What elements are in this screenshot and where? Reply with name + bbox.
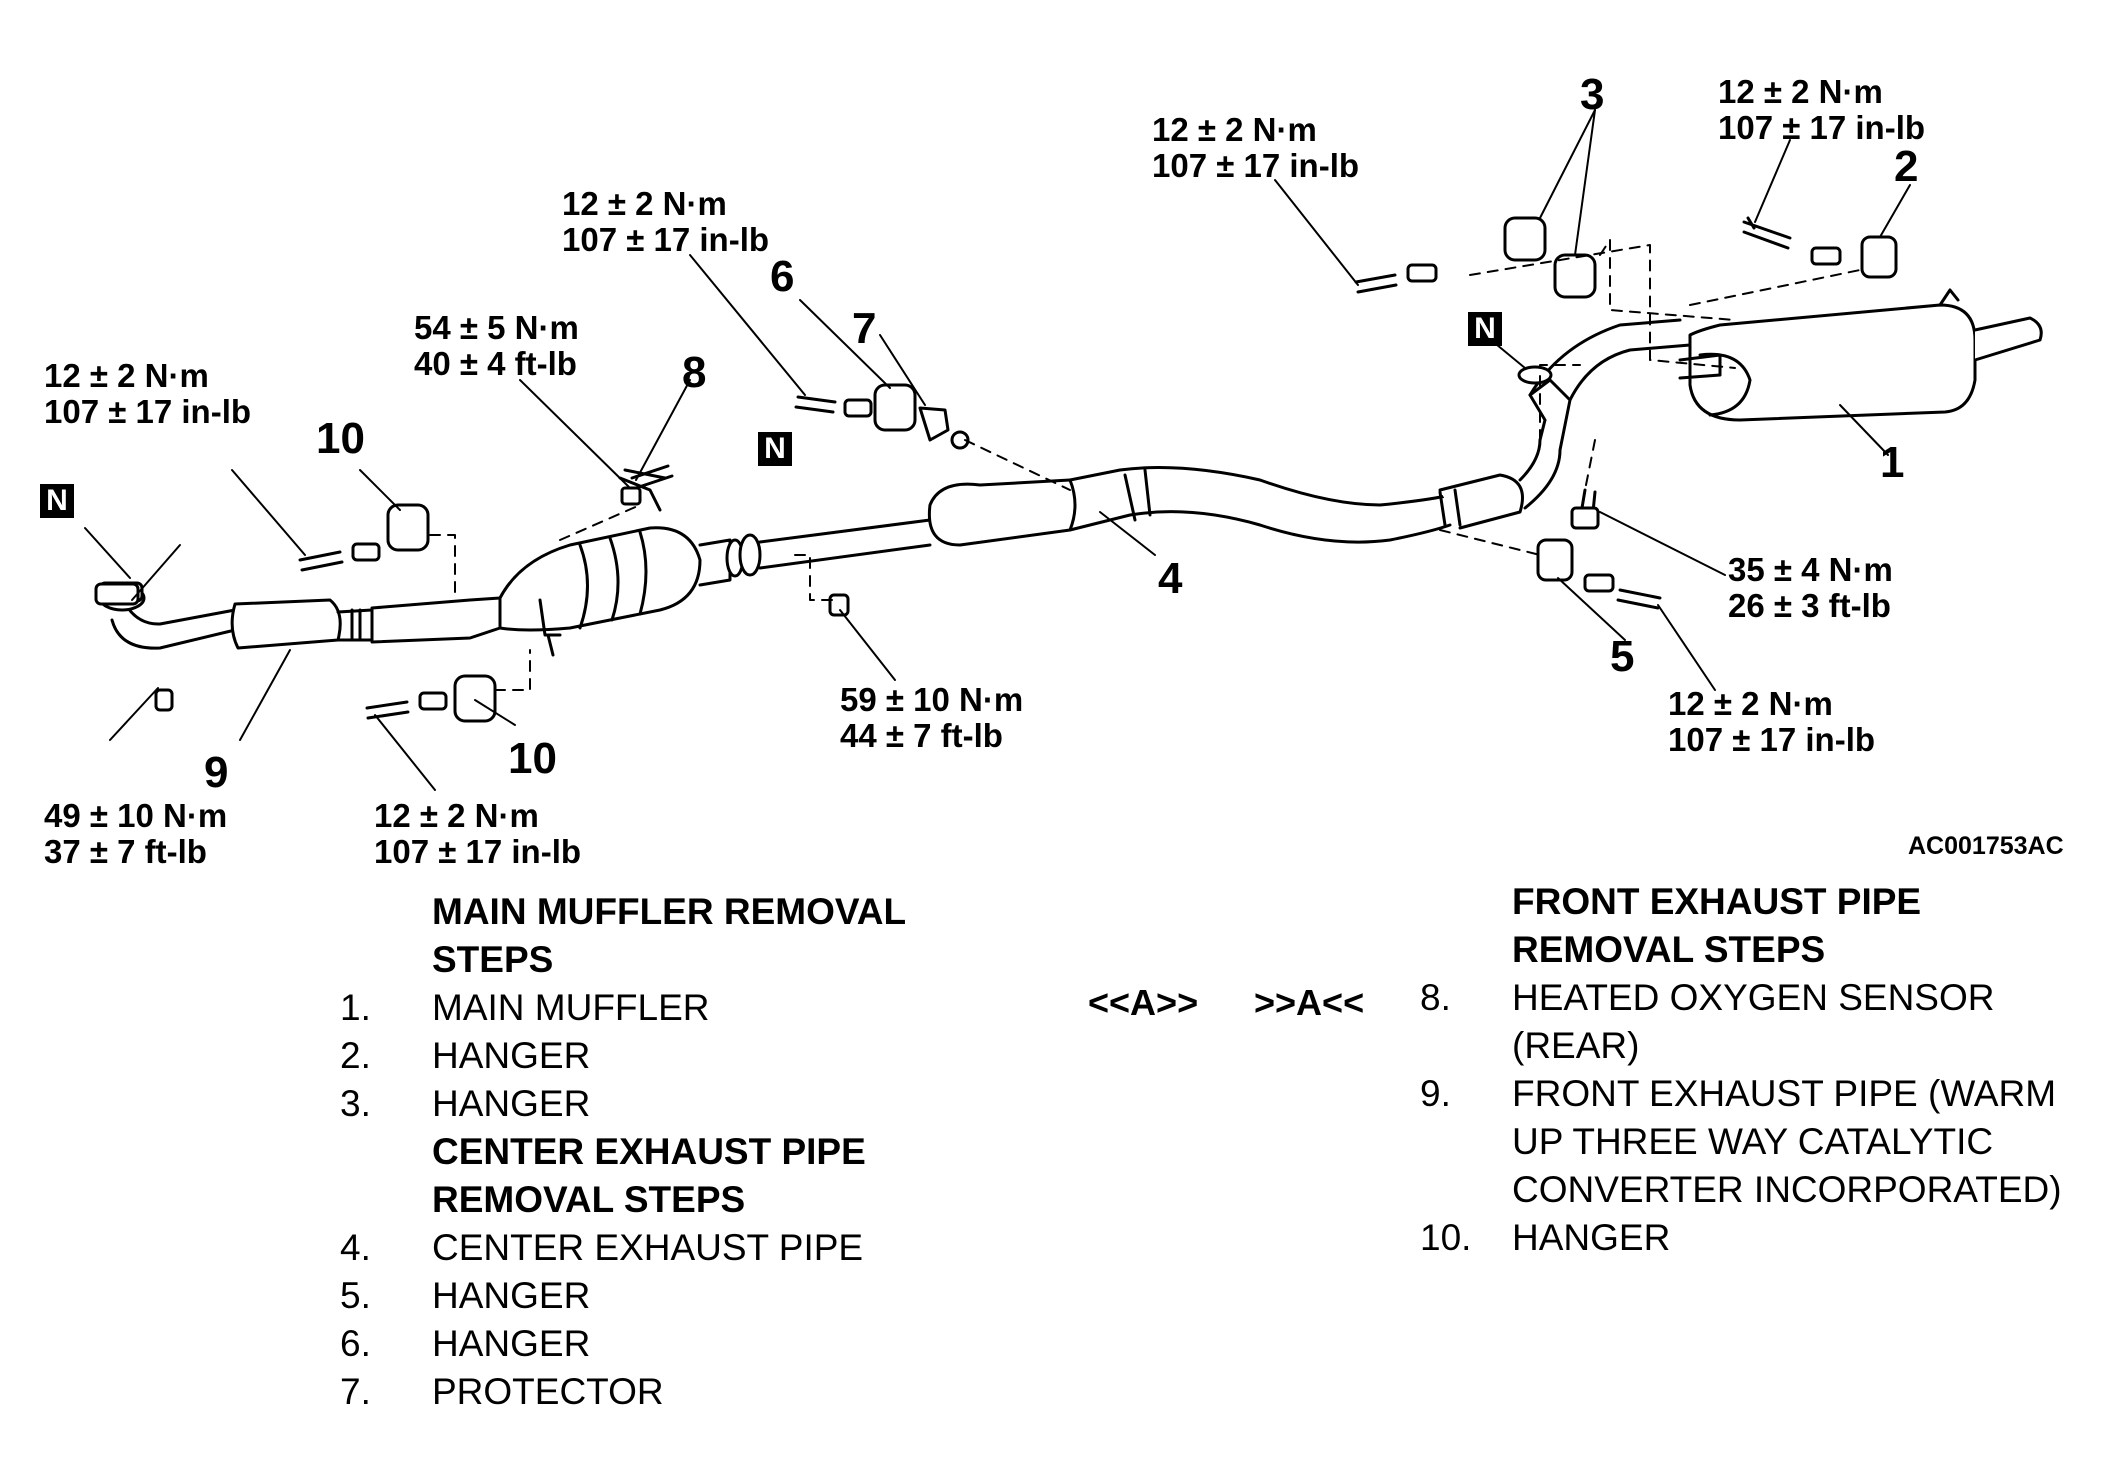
callout-5: 5	[1610, 632, 1635, 681]
item-text: MAIN MUFFLER	[432, 987, 710, 1028]
front-exhaust-pipe	[98, 581, 502, 650]
item-number: 6.	[340, 1323, 371, 1364]
torque-nm: 12 ± 2 N·m	[374, 797, 539, 834]
dashed-assembly-lines	[429, 239, 1861, 691]
torque-nm: 54 ± 5 N·m	[414, 309, 579, 346]
legend-right-column: FRONT EXHAUST PIPE REMOVAL STEPS 8. HEAT…	[1420, 878, 2110, 1278]
heading-line: STEPS	[432, 939, 554, 980]
torque-nm: 35 ± 4 N·m	[1728, 551, 1893, 588]
exhaust-system-drawing	[84, 109, 2043, 791]
item-number: 8.	[1420, 977, 1451, 1018]
item-text: HANGER	[432, 1275, 591, 1316]
item-number: 2.	[340, 1035, 371, 1076]
torque-nm: 59 ± 10 N·m	[840, 681, 1024, 718]
torque-nm: 12 ± 2 N·m	[1668, 685, 1833, 722]
center-pipe-heading: CENTER EXHAUST PIPE REMOVAL STEPS	[432, 1128, 866, 1224]
main-muffler-heading: MAIN MUFFLER REMOVAL STEPS	[432, 888, 906, 984]
item-text: PROTECTOR	[432, 1371, 664, 1412]
torque-hanger-10-upper: 12 ± 2 N·m 107 ± 17 in-lb	[44, 358, 251, 430]
callout-9: 9	[204, 748, 229, 797]
item-line: CONVERTER INCORPORATED)	[1512, 1169, 2062, 1210]
item-text: HEATED OXYGEN SENSOR (REAR)	[1512, 974, 1994, 1070]
torque-rear-joint: 35 ± 4 N·m 26 ± 3 ft-lb	[1728, 552, 1893, 624]
torque-imperial: 107 ± 17 in-lb	[44, 393, 252, 430]
item-number: 7.	[340, 1371, 371, 1412]
callout-7: 7	[852, 304, 877, 353]
torque-hanger-3: 12 ± 2 N·m 107 ± 17 in-lb	[1152, 112, 1359, 184]
callout-1: 1	[1880, 438, 1905, 487]
leader-lines	[84, 109, 1911, 791]
torque-hanger-5: 12 ± 2 N·m 107 ± 17 in-lb	[1668, 686, 1875, 758]
item-text: HANGER	[432, 1323, 591, 1364]
callout-4: 4	[1158, 554, 1183, 603]
callout-8: 8	[682, 348, 707, 397]
legend-left-column: MAIN MUFFLER REMOVAL STEPS 1. MAIN MUFFL…	[340, 888, 1060, 1428]
torque-nm: 12 ± 2 N·m	[1718, 73, 1883, 110]
marker-right: >>A<<	[1254, 982, 1365, 1023]
item-number: 5.	[340, 1275, 371, 1316]
torque-hanger-6: 12 ± 2 N·m 107 ± 17 in-lb	[562, 186, 769, 258]
item-line: UP THREE WAY CATALYTIC	[1512, 1121, 1994, 1162]
item-text: HANGER	[432, 1035, 591, 1076]
torque-nm: 12 ± 2 N·m	[1152, 111, 1317, 148]
callout-6: 6	[770, 252, 795, 301]
heading-line: REMOVAL STEPS	[432, 1179, 746, 1220]
front-pipe-heading: FRONT EXHAUST PIPE REMOVAL STEPS	[1512, 878, 1921, 974]
torque-imperial: 40 ± 4 ft-lb	[414, 345, 577, 382]
torque-imperial: 107 ± 17 in-lb	[1152, 147, 1360, 184]
item-number: 9.	[1420, 1073, 1451, 1114]
torque-nm: 49 ± 10 N·m	[44, 797, 228, 834]
torque-flange-nut: 59 ± 10 N·m 44 ± 7 ft-lb	[840, 682, 1023, 754]
item-text: HANGER	[1512, 1214, 1670, 1262]
item-number: 10.	[1420, 1217, 1472, 1258]
marker-left: <<A>>	[1088, 982, 1199, 1023]
hangers-and-bolts	[94, 216, 1898, 723]
torque-imperial: 107 ± 17 in-lb	[1718, 109, 1926, 146]
callout-10-upper: 10	[316, 414, 365, 463]
heading-line: REMOVAL STEPS	[1512, 929, 1826, 970]
torque-imperial: 37 ± 7 ft-lb	[44, 833, 207, 870]
item-line: (REAR)	[1512, 1025, 1640, 1066]
item-number: 1.	[340, 987, 371, 1028]
torque-imperial: 107 ± 17 in-lb	[1668, 721, 1876, 758]
torque-hanger-10-lower: 12 ± 2 N·m 107 ± 17 in-lb	[374, 798, 581, 870]
item-line: FRONT EXHAUST PIPE (WARM	[1512, 1073, 2057, 1114]
torque-nm: 12 ± 2 N·m	[44, 357, 209, 394]
item-line: HEATED OXYGEN SENSOR	[1512, 977, 1995, 1018]
item-text: CENTER EXHAUST PIPE	[432, 1227, 864, 1268]
item-text: FRONT EXHAUST PIPE (WARM UP THREE WAY CA…	[1512, 1070, 2062, 1214]
n-badge-rear-gasket: N	[1468, 312, 1502, 346]
callout-3: 3	[1580, 70, 1605, 119]
n-badge-converter-gasket: N	[758, 432, 792, 466]
callout-10-lower: 10	[508, 734, 557, 783]
torque-imperial: 107 ± 17 in-lb	[374, 833, 582, 870]
torque-oxygen-sensor: 54 ± 5 N·m 40 ± 4 ft-lb	[414, 310, 579, 382]
main-muffler	[1678, 288, 2043, 422]
catalytic-converter	[498, 468, 745, 657]
heading-line: CENTER EXHAUST PIPE	[432, 1131, 866, 1172]
torque-imperial: 44 ± 7 ft-lb	[840, 717, 1003, 754]
n-badge-front-gasket: N	[40, 484, 74, 518]
heading-line: MAIN MUFFLER REMOVAL	[432, 891, 907, 932]
item-number: 4.	[340, 1227, 371, 1268]
callout-2: 2	[1894, 142, 1919, 191]
center-exhaust-pipe	[738, 318, 1692, 577]
figure-reference-code: AC001753AC	[1908, 832, 2064, 860]
item-number: 3.	[340, 1083, 371, 1124]
torque-imperial: 26 ± 3 ft-lb	[1728, 587, 1891, 624]
torque-nm: 12 ± 2 N·m	[562, 185, 727, 222]
heading-line: FRONT EXHAUST PIPE	[1512, 881, 1922, 922]
torque-front-nut: 49 ± 10 N·m 37 ± 7 ft-lb	[44, 798, 227, 870]
item-line: HANGER	[1512, 1217, 1671, 1258]
torque-hanger-2: 12 ± 2 N·m 107 ± 17 in-lb	[1718, 74, 1925, 146]
item-text: HANGER	[432, 1083, 591, 1124]
torque-imperial: 107 ± 17 in-lb	[562, 221, 770, 258]
